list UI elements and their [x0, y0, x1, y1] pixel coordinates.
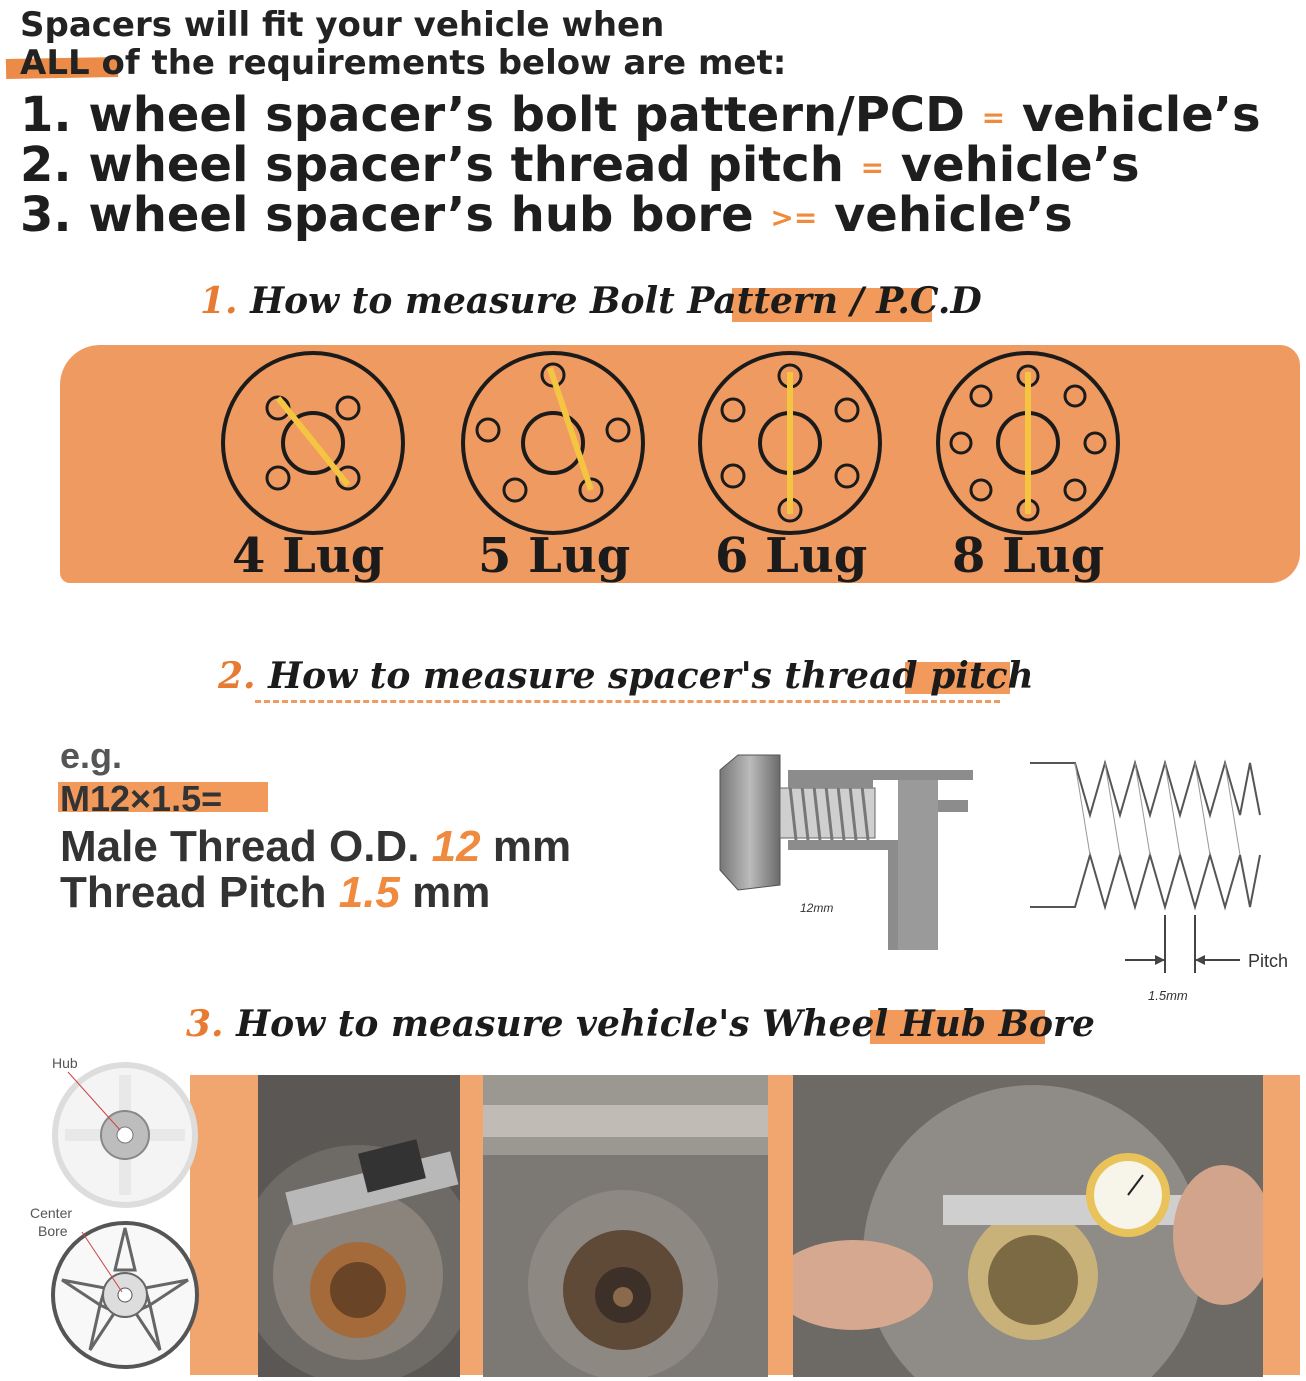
lug-band: [60, 345, 1300, 583]
intro-text: Spacers will fit your vehicle when ALL o…: [20, 6, 786, 82]
req-tail: vehicle’s: [900, 137, 1140, 193]
pitch-diagram-value: 1.5mm: [1148, 988, 1188, 1003]
intro-line-2: ALL of the requirements below are met:: [20, 43, 787, 83]
section1-title: 1. How to measure Bolt Pattern / P.C.D: [200, 280, 982, 322]
caliper-label: 12mm: [800, 901, 833, 915]
section2-underline: [255, 700, 1000, 703]
req-text: wheel spacer’s thread pitch: [88, 137, 844, 193]
wheel-5-lug-icon: [461, 351, 645, 535]
req-num: 1.: [20, 87, 72, 143]
formula-text: M12×1.5=: [60, 778, 223, 819]
section2-title: 2. How to measure spacer's thread pitch: [218, 655, 1034, 697]
requirement-2: 2. wheel spacer’s thread pitch = vehicle…: [20, 140, 1140, 193]
req-num: 3.: [20, 187, 72, 243]
center-label-2: Bore: [38, 1223, 68, 1239]
section-num: 2.: [218, 655, 256, 697]
hub-bore-highlight: [870, 1010, 1045, 1044]
lug-label-4: 4 Lug: [232, 528, 385, 584]
hub-photo-3: [793, 1075, 1263, 1377]
wheel-6-lug-icon: [698, 351, 882, 535]
od-value: 12: [431, 822, 481, 871]
lug-label-6: 6 Lug: [715, 528, 868, 584]
hub-photo-2: [483, 1075, 768, 1377]
wheel-diagram-icon: Hub Center Bore: [30, 1055, 199, 1369]
req-text: wheel spacer’s hub bore: [88, 187, 754, 243]
wheel-8-lug-icon: [936, 351, 1120, 535]
od-unit: mm: [492, 822, 572, 871]
pitch-unit: mm: [412, 868, 491, 917]
section-num: 3.: [186, 1003, 224, 1045]
req-num: 2.: [20, 137, 72, 193]
lug-label-5: 5 Lug: [478, 528, 631, 584]
bolt-caliper-icon: 12mm: [719, 754, 973, 950]
intro-line-1: Spacers will fit your vehicle when: [20, 5, 665, 45]
section-title-text: How to measure spacer's thread pitch: [268, 655, 1034, 697]
req-op: =: [860, 151, 885, 184]
req-tail: vehicle’s: [834, 187, 1073, 243]
thread-profile-icon: Pitch 1.5mm: [1030, 759, 1288, 1003]
pattern-highlight: [732, 288, 932, 322]
req-op: =: [981, 101, 1006, 134]
section3-title: 3. How to measure vehicle's Wheel Hub Bo…: [186, 1003, 1095, 1045]
od-label: Male Thread O.D.: [60, 822, 420, 871]
pitch-line: Thread Pitch 1.5 mm: [60, 868, 490, 918]
req-tail: vehicle’s: [1021, 87, 1261, 143]
pitch-highlight: [905, 662, 1010, 694]
lug-label-8: 8 Lug: [952, 528, 1105, 584]
hub-photo-1: [258, 1075, 460, 1377]
formula-highlight: [58, 782, 268, 812]
requirement-1: 1. wheel spacer’s bolt pattern/PCD = veh…: [20, 90, 1261, 143]
section-num: 1.: [200, 280, 238, 322]
wheel-4-lug-icon: [221, 351, 405, 535]
pitch-value: 1.5: [338, 868, 400, 917]
req-text: wheel spacer’s bolt pattern/PCD: [88, 87, 965, 143]
pitch-diagram-label: Pitch: [1248, 951, 1288, 971]
section-title-text: How to measure vehicle's Wheel Hub Bore: [236, 1003, 1095, 1045]
hub-label: Hub: [52, 1055, 78, 1071]
od-line: Male Thread O.D. 12 mm: [60, 822, 571, 872]
center-label-1: Center: [30, 1205, 72, 1221]
requirement-3: 3. wheel spacer’s hub bore >= vehicle’s: [20, 190, 1073, 243]
section-title-text: How to measure Bolt Pattern / P.C.D: [250, 280, 982, 322]
pitch-label: Thread Pitch: [60, 868, 327, 917]
eg-label: e.g.: [60, 735, 123, 776]
req-op: >=: [770, 201, 818, 234]
